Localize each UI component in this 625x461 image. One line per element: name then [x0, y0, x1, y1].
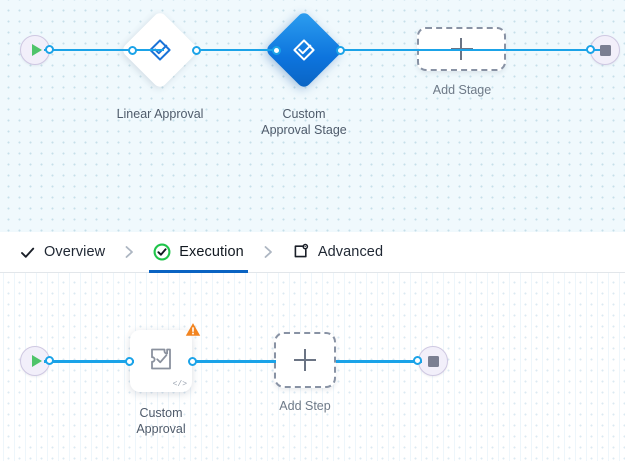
add-step-button[interactable] — [274, 332, 336, 388]
stop-icon — [599, 44, 611, 56]
end-input-port[interactable] — [586, 45, 595, 54]
step-node-custom-approval[interactable]: </> — [125, 322, 201, 392]
tab-overview[interactable]: Overview — [14, 232, 109, 273]
add-stage-label: Add Stage — [432, 83, 492, 97]
check-circle-icon — [153, 243, 171, 261]
end-terminal[interactable] — [418, 346, 448, 376]
warning-triangle-icon — [185, 321, 201, 337]
edge-custom-approval-to-add-step — [196, 360, 276, 363]
chevron-right-icon — [109, 244, 149, 260]
stage-node-label-linear-approval: Linear Approval — [116, 107, 204, 121]
puzzle-check-icon — [146, 344, 176, 379]
edge-linear-to-custom-approval — [198, 48, 280, 52]
linear-approval-output-port[interactable] — [192, 45, 201, 55]
check-icon — [18, 243, 36, 261]
tab-advanced[interactable]: Advanced — [288, 232, 387, 273]
step-end-node[interactable] — [413, 346, 448, 376]
play-icon — [31, 355, 42, 367]
approval-diamond-icon — [291, 37, 317, 63]
custom-approval-input-port[interactable] — [125, 356, 134, 366]
stage-diamond-shape-selected[interactable] — [264, 10, 344, 90]
custom-approval-stage-output-port[interactable] — [336, 45, 345, 55]
step-node-label-custom-approval: Custom Approval — [136, 406, 186, 436]
add-step-dashed-box[interactable] — [274, 332, 336, 388]
start-terminal[interactable] — [20, 35, 50, 65]
step-designer-canvas[interactable]: </> Custom Approval Add Step — [0, 273, 625, 461]
start-output-port[interactable] — [45, 45, 54, 54]
code-badge-icon: </> — [172, 380, 187, 389]
add-step-label: Add Step — [279, 399, 331, 413]
linear-approval-input-port[interactable] — [128, 45, 137, 55]
custom-approval-output-port[interactable] — [188, 356, 197, 366]
stage-end-node[interactable] — [586, 35, 620, 65]
step-start-node[interactable] — [20, 346, 54, 376]
edge-add-stage-to-end — [505, 48, 600, 52]
stop-icon — [427, 355, 439, 367]
chevron-right-icon — [248, 244, 288, 260]
edge-start-to-custom-approval — [44, 360, 134, 363]
step-start-output-port[interactable] — [45, 356, 54, 365]
stage-node-label-custom-approval-stage: Custom Approval Stage — [261, 107, 347, 137]
edge-start-to-linear-approval — [44, 48, 164, 52]
edge-custom-to-add-stage — [340, 48, 508, 52]
tab-advanced-label: Advanced — [317, 244, 384, 260]
advanced-settings-icon — [292, 243, 310, 261]
plus-icon — [294, 349, 316, 371]
stage-designer-canvas[interactable]: Linear Approval Custom Approval Stage — [0, 0, 625, 232]
play-icon — [31, 44, 42, 56]
stage-node-custom-approval-stage[interactable] — [264, 10, 345, 90]
custom-approval-stage-input-port[interactable] — [272, 45, 281, 55]
step-card[interactable]: </> — [130, 322, 201, 392]
stage-start-node[interactable] — [20, 35, 54, 65]
tab-overview-label: Overview — [44, 244, 106, 260]
designer-tab-bar: Overview Execution — [0, 232, 625, 273]
step-end-input-port[interactable] — [413, 356, 422, 365]
tab-execution-label: Execution — [179, 244, 244, 260]
edge-add-step-to-end — [336, 360, 422, 363]
tab-execution[interactable]: Execution — [149, 232, 248, 273]
